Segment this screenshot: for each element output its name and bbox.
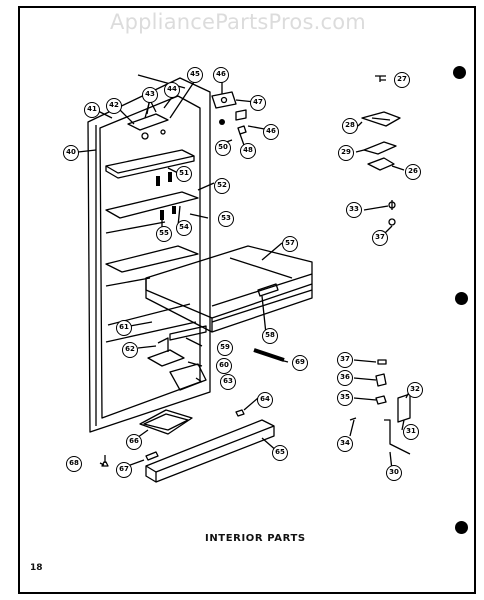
cabinet-inner-wall bbox=[99, 95, 201, 419]
watermark: AppliancePartsPros.com bbox=[110, 10, 366, 34]
callout-52: 52 bbox=[214, 178, 230, 194]
callout-33: 33 bbox=[346, 202, 362, 218]
binder-hole-middle bbox=[455, 292, 468, 305]
callout-60: 60 bbox=[216, 358, 232, 374]
page-number: 18 bbox=[30, 563, 43, 573]
callout-40: 40 bbox=[63, 145, 79, 161]
callout-44: 44 bbox=[164, 82, 180, 98]
callout-55: 55 bbox=[156, 226, 172, 242]
shelf-lower bbox=[105, 277, 151, 287]
callout-43: 43 bbox=[142, 87, 158, 103]
callout-63: 63 bbox=[220, 374, 236, 390]
cabinet-liner bbox=[87, 77, 211, 433]
callout-53: 53 bbox=[218, 211, 234, 227]
page-border bbox=[18, 6, 476, 594]
callout-36: 36 bbox=[337, 370, 353, 386]
callout-29: 29 bbox=[338, 145, 354, 161]
callout-28: 28 bbox=[342, 118, 358, 134]
callout-62: 62 bbox=[122, 342, 138, 358]
drain-tray bbox=[139, 409, 193, 435]
callout-30: 30 bbox=[386, 465, 402, 481]
callout-58: 58 bbox=[262, 328, 278, 344]
callout-50: 50 bbox=[215, 140, 231, 156]
callout-57: 57 bbox=[282, 236, 298, 252]
callout-42: 42 bbox=[106, 98, 122, 114]
callout-54: 54 bbox=[176, 220, 192, 236]
callout-61: 61 bbox=[116, 320, 132, 336]
callout-45: 45 bbox=[187, 67, 203, 83]
callout-46-top: 46 bbox=[213, 67, 229, 83]
crisper-drawer bbox=[145, 245, 313, 333]
callout-64: 64 bbox=[257, 392, 273, 408]
binder-hole-bottom bbox=[455, 521, 468, 534]
callout-65: 65 bbox=[272, 445, 288, 461]
callout-51: 51 bbox=[176, 166, 192, 182]
callout-31: 31 bbox=[403, 424, 419, 440]
callout-35: 35 bbox=[337, 390, 353, 406]
callout-26: 26 bbox=[405, 164, 421, 180]
shelf-52 bbox=[105, 191, 199, 219]
hinge-28 bbox=[361, 111, 401, 127]
diagram-caption: INTERIOR PARTS bbox=[205, 533, 306, 544]
callout-67: 67 bbox=[116, 462, 132, 478]
callout-66: 66 bbox=[126, 434, 142, 450]
hinge-26 bbox=[367, 157, 395, 171]
binder-hole-top bbox=[453, 66, 466, 79]
callout-69: 69 bbox=[292, 355, 308, 371]
base-grille bbox=[145, 419, 275, 483]
callout-41: 41 bbox=[84, 102, 100, 118]
callout-34: 34 bbox=[337, 436, 353, 452]
hinge-29 bbox=[363, 141, 397, 155]
callout-32: 32 bbox=[407, 382, 423, 398]
callout-68: 68 bbox=[66, 456, 82, 472]
callout-46-right: 46 bbox=[263, 124, 279, 140]
shelf-mid bbox=[105, 245, 199, 273]
callout-48: 48 bbox=[240, 143, 256, 159]
callout-59: 59 bbox=[217, 340, 233, 356]
callout-37-bottom: 37 bbox=[337, 352, 353, 368]
callout-47: 47 bbox=[250, 95, 266, 111]
callout-27: 27 bbox=[394, 72, 410, 88]
callout-37-top: 37 bbox=[372, 230, 388, 246]
